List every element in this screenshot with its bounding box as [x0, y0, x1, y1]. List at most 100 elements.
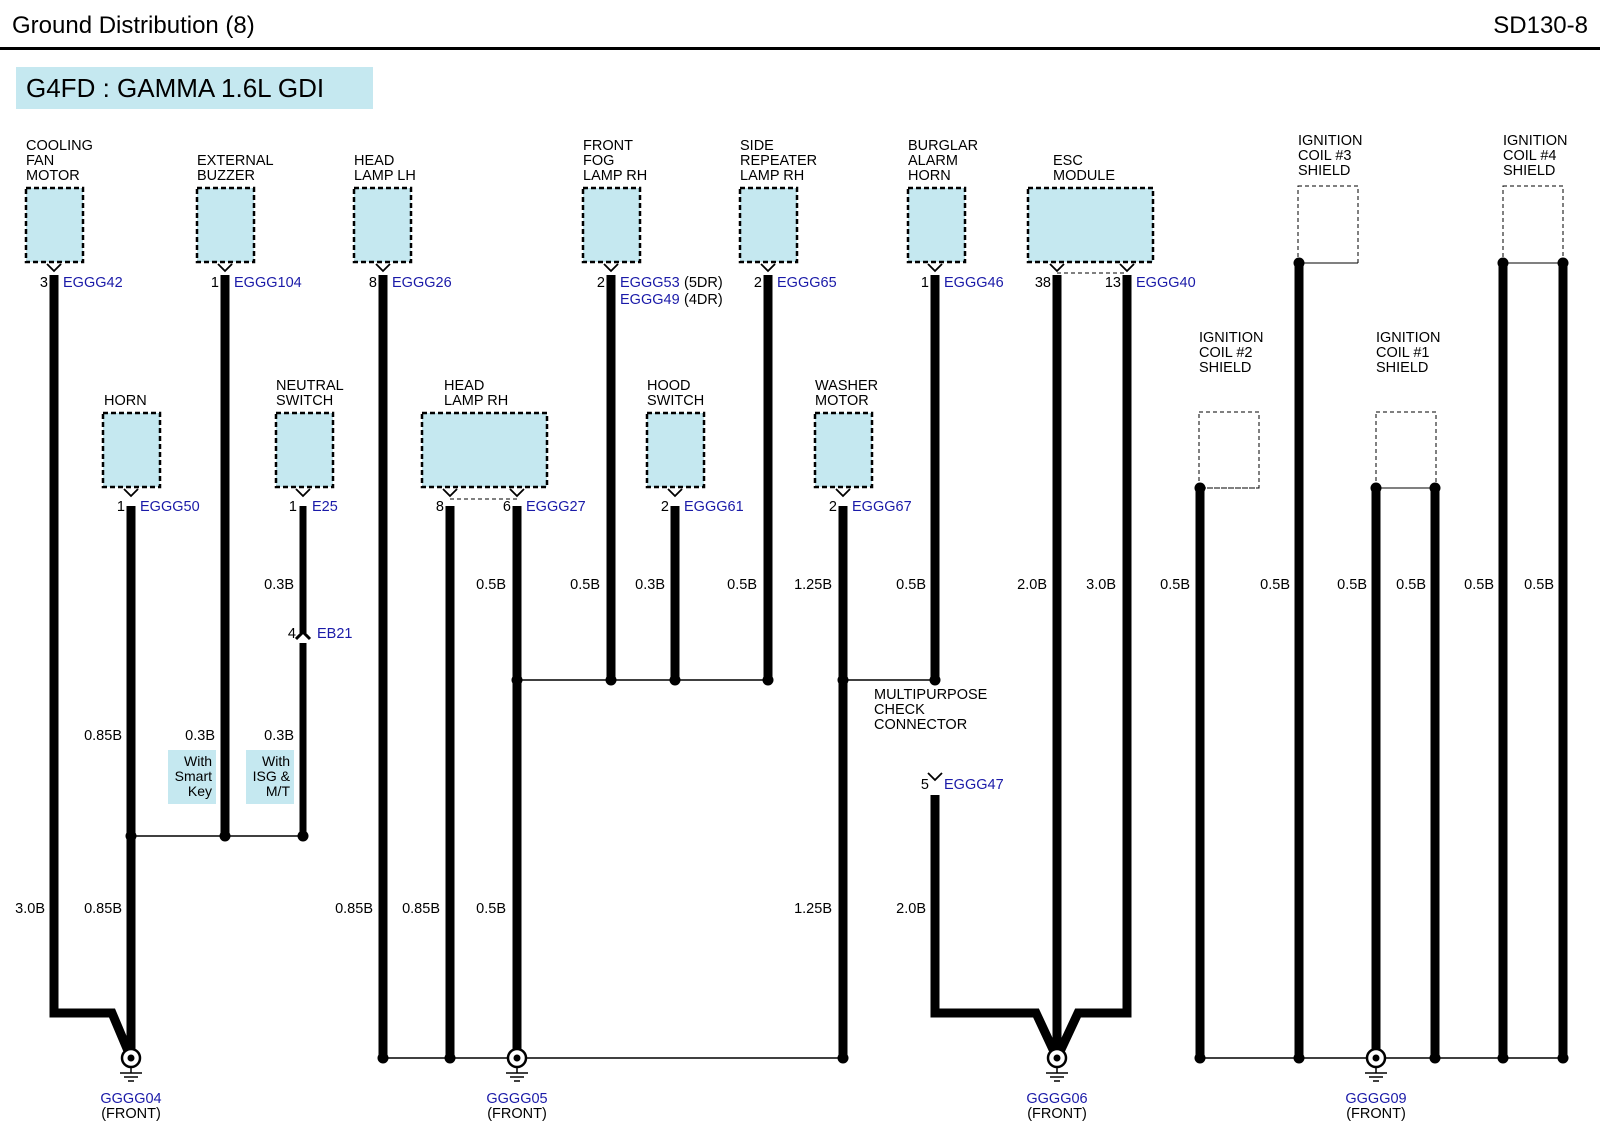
splice-dot [1429, 1052, 1441, 1064]
connector-code: EGGG46 [944, 275, 1004, 291]
smart-key-note-box [168, 750, 216, 804]
splice-dot [837, 1052, 849, 1064]
splice-dot [929, 674, 941, 686]
pin-number: 13 [1105, 275, 1121, 291]
splice-dot [1293, 1052, 1305, 1064]
wire-size: 0.5B [1337, 577, 1367, 593]
wire-size: 0.5B [896, 577, 926, 593]
connector-symbol [667, 488, 683, 498]
component-label: ESC [1053, 153, 1083, 169]
engine-label: G4FD : GAMMA 1.6L GDI [16, 67, 373, 109]
pin-number: 8 [436, 499, 444, 515]
ignition-coil-4-shield-box [1502, 185, 1564, 264]
component-label: EXTERNAL [197, 153, 274, 169]
component-label: LAMP RH [444, 393, 508, 409]
connector-symbol [46, 263, 62, 273]
option-note: Key [188, 783, 212, 799]
component-label: SHIELD [1298, 163, 1350, 179]
connector-symbol [375, 263, 391, 273]
connector-code: EGGG49 [620, 292, 680, 308]
component-label: WASHER [815, 378, 878, 394]
wire-size: 0.85B [84, 728, 122, 744]
component-label: BURGLAR [908, 138, 978, 154]
splice-dot [1194, 482, 1206, 494]
component-label: COIL #3 [1298, 148, 1351, 164]
ground-terminal [1053, 1054, 1061, 1062]
component-label: CONNECTOR [874, 717, 967, 733]
ground-location: (FRONT) [1027, 1106, 1087, 1122]
neutral-switch-box [274, 411, 335, 489]
splice-dot [511, 674, 523, 686]
ground-code: GGGG09 [1345, 1091, 1406, 1107]
connector-variant: (4DR) [684, 292, 723, 308]
pin-number: 1 [117, 499, 125, 515]
component-label: IGNITION [1503, 133, 1567, 149]
splice-dot [762, 674, 774, 686]
pin-number: 2 [661, 499, 669, 515]
splice-dot [219, 830, 231, 842]
side-repeater-lamp-rh-box [738, 186, 799, 264]
ground-terminal [127, 1054, 135, 1062]
connector-code: EGGG67 [852, 499, 912, 515]
wire-size: 0.5B [1160, 577, 1190, 593]
hood-switch-box [645, 411, 706, 489]
connector-code: EGGG42 [63, 275, 123, 291]
wire-size: 1.25B [794, 901, 832, 917]
connector-symbol [217, 263, 233, 273]
wire-size: 1.25B [794, 577, 832, 593]
component-label: HORN [104, 393, 147, 409]
splice-dot [605, 674, 617, 686]
horn-box [101, 411, 162, 489]
pin-number: 2 [829, 499, 837, 515]
connector-symbol [927, 263, 943, 273]
washer-motor-box [813, 411, 874, 489]
component-label: BUZZER [197, 168, 255, 184]
splice-dot [1497, 1052, 1509, 1064]
connector-symbol [509, 488, 525, 498]
ground-code: GGGG05 [486, 1091, 547, 1107]
wire-size: 0.85B [335, 901, 373, 917]
page-code: SD130-8 [1493, 12, 1588, 39]
connector-symbol [442, 488, 458, 498]
wire-size: 0.5B [727, 577, 757, 593]
pin-number: 1 [921, 275, 929, 291]
component-label: FOG [583, 153, 614, 169]
splice-dot [1497, 257, 1509, 269]
wire-size: 0.3B [635, 577, 665, 593]
splice-dot [1293, 257, 1305, 269]
head-lamp-rh-box [420, 411, 549, 489]
component-label: FAN [26, 153, 54, 169]
connector-symbol [835, 488, 851, 498]
ground-code: GGGG04 [100, 1091, 161, 1107]
ground-wire [49, 275, 136, 1060]
component-label: SHIELD [1376, 360, 1428, 376]
cooling-fan-motor-box [24, 186, 85, 264]
pin-number: 3 [40, 275, 48, 291]
component-label: IGNITION [1298, 133, 1362, 149]
component-label: SHIELD [1503, 163, 1555, 179]
option-note: With [184, 753, 212, 769]
ground-terminal [1372, 1054, 1380, 1062]
splice-dot [1429, 482, 1441, 494]
wire-size: 0.5B [570, 577, 600, 593]
component-label: IGNITION [1199, 330, 1263, 346]
component-label: HORN [908, 168, 951, 184]
component-label: MODULE [1053, 168, 1115, 184]
connector-code: EGGG47 [944, 777, 1004, 793]
ground-terminal [513, 1054, 521, 1062]
pin-number: 1 [211, 275, 219, 291]
splice-dot [837, 674, 849, 686]
connector-code: EB21 [317, 626, 352, 642]
option-note: ISG & [253, 768, 291, 784]
component-label: SIDE [740, 138, 774, 154]
component-label: COOLING [26, 138, 93, 154]
component-label: LAMP LH [354, 168, 416, 184]
component-label: SHIELD [1199, 360, 1251, 376]
wire-size: 0.3B [185, 728, 215, 744]
pin-number: 8 [369, 275, 377, 291]
component-label: SWITCH [276, 393, 333, 409]
head-lamp-lh-box [352, 186, 413, 264]
pin-number: 1 [289, 499, 297, 515]
splice-dot [377, 1052, 389, 1064]
